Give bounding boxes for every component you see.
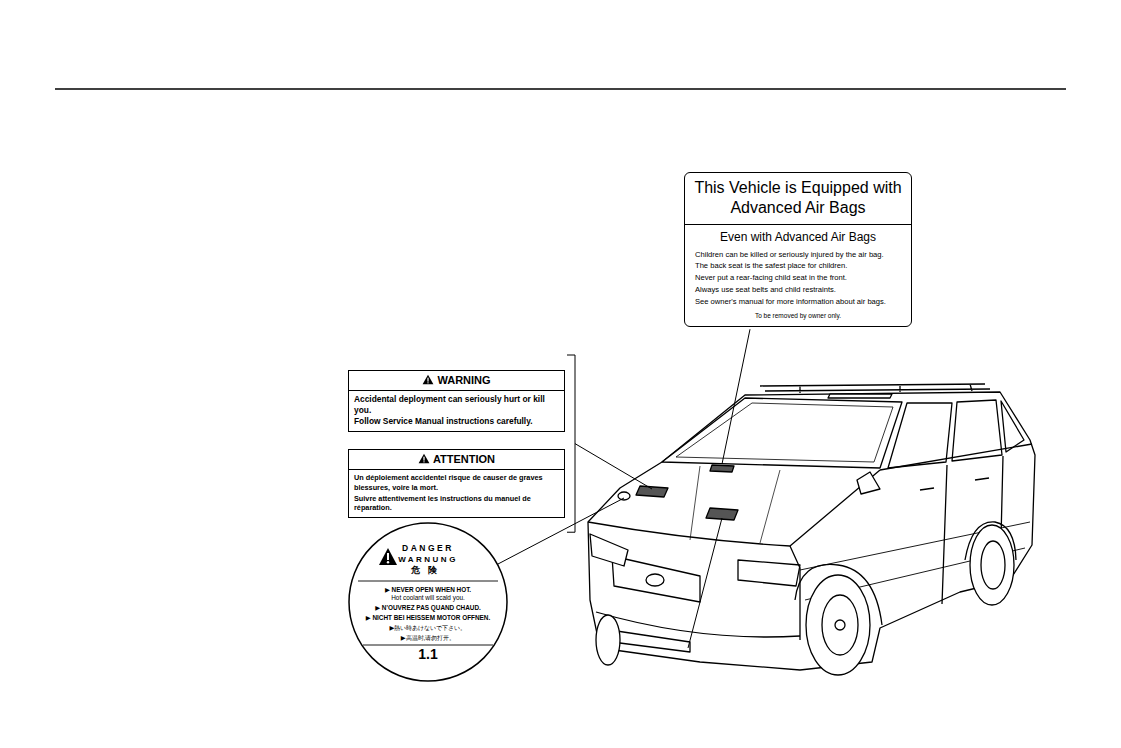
label-text: ▶熱い時あけないで下さい。 [390,624,467,631]
label-text-line: ▶ N'OUVREZ PAS QUAND CHAUD. [348,603,508,612]
label-text: 1.1 [418,646,437,662]
label-heading: WARNING [437,374,490,386]
warning-label: WARNING Accidental deployment can serious… [348,370,565,432]
bracket [567,355,575,532]
label-text-line: ATTENTION [349,450,564,470]
label-text-line: Accidental deployment can seriously hurt… [349,391,564,416]
label-text-line: See owner's manual for more information … [685,296,911,308]
airbag-label: This Vehicle is Equipped with Advanced A… [684,172,912,327]
label-text: To be removed by owner only. [755,312,841,319]
label-text: ▶ NICHT BEI HEISSEM MOTOR OFFNEN. [366,614,490,621]
label-text: See owner's manual for more information … [695,297,886,306]
label-text: Children can be killed or seriously inju… [695,250,884,259]
warning-triangle-symbol [418,453,430,464]
header-rule [55,88,1066,90]
label-text-line: Suivre attentivement les instructions du… [349,493,564,518]
label-text-line: To be removed by owner only. [685,307,911,326]
label-text: 危険 [411,565,445,575]
label-text-line: Children can be killed or seriously inju… [685,249,911,261]
label-text-line: DANGER [348,543,508,554]
label-text-line: Never put a rear-facing child seat in th… [685,272,911,284]
label-text-line: ▶高温时,请勿打开。 [348,633,508,642]
suv-drawing [588,384,1035,675]
label-text-line: Follow Service Manual instructions caref… [349,416,564,431]
label-text-line: 1.1 [348,646,508,662]
coolant-cap-label: DANGER WARNUNG危険 ▶ NEVER OPEN WHEN HOT.Hot… [348,522,508,682]
label-text-line: ▶ NICHT BEI HEISSEM MOTOR OFFNEN. [348,613,508,622]
label-text-line: WARNING [349,371,564,391]
label-text-line: Un déploiement accidentel risque de caus… [349,470,564,493]
label-text-line: Always use seat belts and child restrain… [685,284,911,296]
label-text: Never put a rear-facing child seat in th… [695,273,847,282]
label-text: The back seat is the safest place for ch… [695,261,847,270]
label-heading: ATTENTION [433,453,495,465]
attention-label: ATTENTION Un déploiement accidentel risqu… [348,449,565,518]
warning-triangle-symbol [422,374,434,385]
label-heading: This Vehicle is Equipped with Advanced A… [694,179,901,216]
label-text: Even with Advanced Air Bags [720,230,876,244]
label-text-line: Hot coolant will scald you. [348,593,508,602]
label-text: Follow Service Manual instructions caref… [354,416,533,426]
label-text: ▶ NEVER OPEN WHEN HOT. [385,586,471,593]
label-text-line: This Vehicle is Equipped with Advanced A… [685,173,911,225]
leader-line [575,444,652,489]
leader-line [722,329,750,464]
label-text: Accidental deployment can seriously hurt… [354,394,545,415]
label-text: Suivre attentivement les instructions du… [354,494,531,513]
label-text: Hot coolant will scald you. [391,594,465,601]
label-text: ▶高温时,请勿打开。 [401,634,456,641]
label-text-line: The back seat is the safest place for ch… [685,260,911,272]
label-text-line: ▶熱い時あけないで下さい。 [348,623,508,632]
leader-line [688,518,722,648]
label-text: Always use seat belts and child restrain… [695,285,836,294]
label-heading: DANGER [402,543,454,553]
label-text-line: 危険 [348,564,508,576]
label-text: WARNUNG [398,555,458,564]
label-text: ▶ N'OUVREZ PAS QUAND CHAUD. [375,604,481,611]
label-text-line: ▶ NEVER OPEN WHEN HOT. [348,585,508,594]
label-text: Un déploiement accidentel risque de caus… [354,473,543,492]
label-text-line: Even with Advanced Air Bags [685,225,911,249]
label-text-line: WARNUNG [348,554,508,565]
